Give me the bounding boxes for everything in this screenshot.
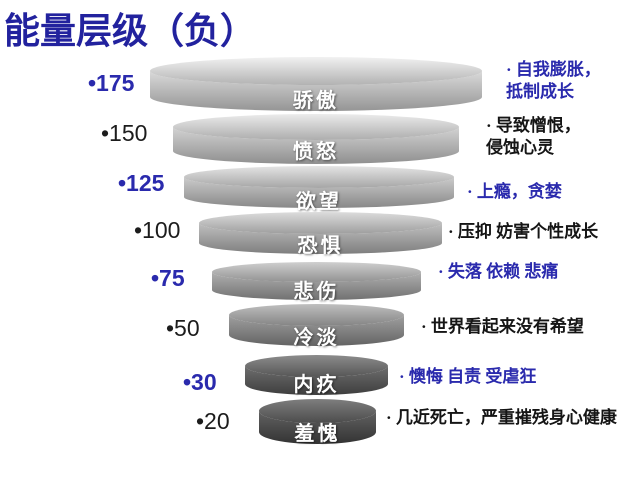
funnel-disc-desire: 欲望	[184, 166, 454, 213]
disc-label-apathy: 冷淡	[293, 327, 340, 349]
level-desc-guilt: · 懊悔 自责 受虐狂	[399, 367, 537, 386]
level-value-apathy: •50	[166, 315, 200, 341]
disc-label-desire: 欲望	[296, 191, 342, 213]
cylinder-icon	[199, 212, 442, 254]
level-value-desire: •125	[118, 170, 165, 196]
funnel-disc-guilt: 内疚	[245, 355, 388, 396]
level-desc-apathy: · 世界看起来没有希望	[421, 317, 584, 336]
level-desc-fear: · 压抑 妨害个性成长	[448, 222, 599, 241]
level-desc-pride: · 自我膨胀， 抵制成长	[506, 60, 601, 101]
disc-label-fear: 恐惧	[297, 235, 344, 257]
disc-label-grief: 悲伤	[293, 281, 340, 303]
disc-label-pride: 骄傲	[293, 90, 339, 112]
cylinder-icon	[184, 166, 454, 208]
funnel-disc-anger: 愤怒	[173, 114, 459, 164]
level-desc-shame: · 几近死亡，严重摧残身心健康	[386, 408, 617, 427]
level-value-anger: •150	[101, 120, 148, 146]
funnel-disc-fear: 恐惧	[199, 212, 442, 257]
page-title: 能量层级（负）	[4, 10, 257, 51]
level-value-fear: •100	[134, 217, 181, 243]
level-value-grief: •75	[151, 265, 185, 291]
cylinder-icon	[245, 355, 388, 395]
disc-label-guilt: 内疚	[293, 374, 340, 396]
funnel-disc-apathy: 冷淡	[229, 304, 404, 349]
cylinder-icon	[212, 262, 421, 300]
level-desc-grief: · 失落 依赖 悲痛	[438, 262, 559, 281]
disc-label-shame: 羞愧	[294, 423, 341, 445]
level-value-guilt: •30	[183, 369, 217, 395]
disc-label-anger: 愤怒	[293, 141, 339, 163]
level-value-pride: •175	[88, 70, 135, 96]
level-desc-anger: · 导致憎恨， 侵蚀心灵	[486, 116, 581, 157]
cylinder-icon	[150, 57, 482, 111]
cylinder-icon	[259, 399, 376, 444]
funnel-disc-pride: 骄傲	[150, 57, 482, 112]
cylinder-icon	[229, 304, 404, 346]
level-desc-desire: · 上瘾，贪婪	[467, 182, 562, 201]
funnel-disc-shame: 羞愧	[259, 399, 376, 445]
cylinder-icon	[173, 114, 459, 164]
funnel-disc-grief: 悲伤	[212, 262, 421, 303]
level-value-shame: •20	[196, 408, 230, 434]
